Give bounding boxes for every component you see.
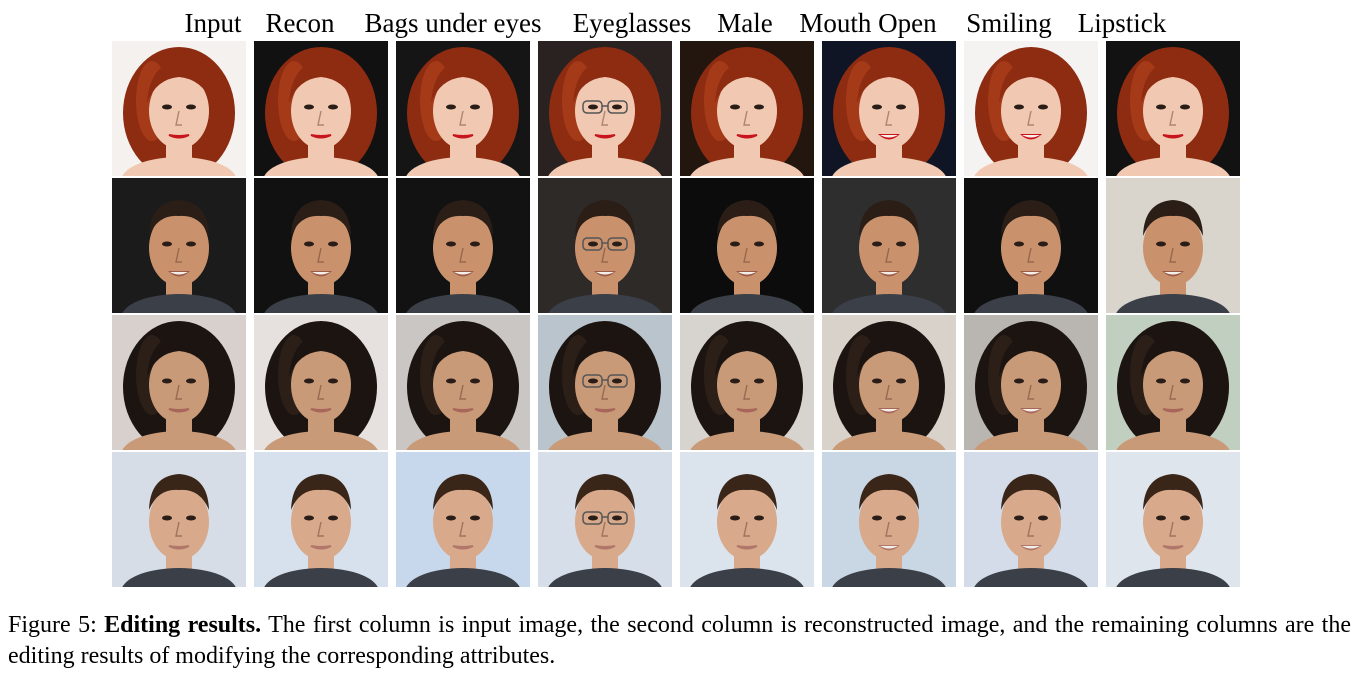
face-image-r1-c8 bbox=[1106, 41, 1240, 176]
face-image-r4-c3 bbox=[396, 452, 530, 587]
face-image-r2-c1 bbox=[112, 178, 246, 313]
face-image-r2-c6 bbox=[822, 178, 956, 313]
face-image-r4-c5 bbox=[680, 452, 814, 587]
face-image-r2-c8 bbox=[1106, 178, 1240, 313]
face-image-r4-c4 bbox=[538, 452, 672, 587]
face-image-r1-c1 bbox=[112, 41, 246, 176]
face-image-r3-c1 bbox=[112, 315, 246, 450]
face-image-r4-c8 bbox=[1106, 452, 1240, 587]
face-image-r3-c4 bbox=[538, 315, 672, 450]
figure-number: Figure 5: bbox=[8, 612, 97, 638]
face-image-r3-c2 bbox=[254, 315, 388, 450]
face-image-r1-c5 bbox=[680, 41, 814, 176]
caption-text: The first column is input image, the sec… bbox=[8, 612, 1352, 669]
face-image-r4-c6 bbox=[822, 452, 956, 587]
face-image-r3-c8 bbox=[1106, 315, 1240, 450]
column-labels: Input Recon Bags under eyes Eyeglasses Male M… bbox=[0, 6, 1356, 40]
caption-title: Editing results. bbox=[104, 612, 262, 638]
face-image-r2-c2 bbox=[254, 178, 388, 313]
face-image-r2-c3 bbox=[396, 178, 530, 313]
face-image-r2-c4 bbox=[538, 178, 672, 313]
column-label-7: Lipstick bbox=[1077, 8, 1167, 38]
face-image-r4-c2 bbox=[254, 452, 388, 587]
column-label-0: Input bbox=[184, 8, 242, 38]
column-label-5: Mouth Open bbox=[799, 8, 937, 38]
face-image-r1-c7 bbox=[964, 41, 1098, 176]
face-image-r1-c4 bbox=[538, 41, 672, 176]
face-image-r3-c7 bbox=[964, 315, 1098, 450]
column-label-1: Recon bbox=[265, 8, 335, 38]
face-image-grid bbox=[112, 41, 1244, 588]
column-label-4: Male bbox=[717, 8, 773, 38]
face-image-r3-c3 bbox=[396, 315, 530, 450]
face-image-r3-c6 bbox=[822, 315, 956, 450]
column-label-2: Bags under eyes bbox=[364, 8, 542, 38]
face-image-r1-c2 bbox=[254, 41, 388, 176]
face-image-r4-c1 bbox=[112, 452, 246, 587]
face-image-r1-c3 bbox=[396, 41, 530, 176]
column-label-3: Eyeglasses bbox=[572, 8, 692, 38]
face-image-r2-c5 bbox=[680, 178, 814, 313]
face-image-r2-c7 bbox=[964, 178, 1098, 313]
figure-caption: Figure 5: Editing results. The first col… bbox=[8, 610, 1351, 672]
column-label-6: Smiling bbox=[966, 8, 1052, 38]
face-image-r1-c6 bbox=[822, 41, 956, 176]
face-image-r3-c5 bbox=[680, 315, 814, 450]
face-image-r4-c7 bbox=[964, 452, 1098, 587]
